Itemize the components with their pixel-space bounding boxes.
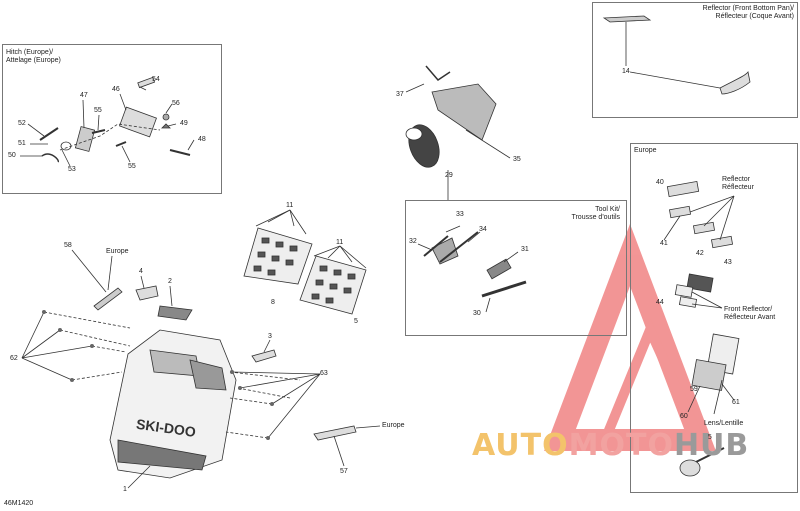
part-32: 32 bbox=[409, 238, 417, 245]
part-35: 35 bbox=[513, 156, 521, 163]
reflector-pan-box bbox=[592, 2, 798, 118]
lens-label: Lens/Lentille bbox=[704, 420, 744, 427]
part-30: 30 bbox=[473, 310, 481, 317]
part-55b: 55 bbox=[128, 163, 136, 170]
part-34: 34 bbox=[479, 226, 487, 233]
part-49: 49 bbox=[180, 120, 188, 127]
part-41: 41 bbox=[660, 240, 668, 247]
part-51: 51 bbox=[18, 140, 26, 147]
reflector-pan-title: Reflector (Front Bottom Pan)/Réflecteur … bbox=[702, 5, 794, 20]
part-58: 58 bbox=[64, 242, 72, 249]
part-52: 52 bbox=[18, 120, 26, 127]
part-1: 1 bbox=[123, 486, 127, 493]
part-61: 61 bbox=[732, 399, 740, 406]
europe-label-1: Europe bbox=[106, 248, 129, 255]
part-45: 45 bbox=[704, 434, 712, 441]
part-56: 56 bbox=[172, 100, 180, 107]
europe-label-2: Europe bbox=[382, 422, 405, 429]
hitch-section-box bbox=[2, 44, 222, 194]
part-31: 31 bbox=[521, 246, 529, 253]
part-42: 42 bbox=[696, 250, 704, 257]
watermark-text: AUTOMOTOHUB bbox=[472, 428, 750, 463]
part-8: 8 bbox=[271, 299, 275, 306]
part-14: 14 bbox=[622, 68, 630, 75]
part-4: 4 bbox=[139, 268, 143, 275]
part-33: 33 bbox=[456, 211, 464, 218]
part-5: 5 bbox=[354, 318, 358, 325]
part-2: 2 bbox=[168, 278, 172, 285]
part-48: 48 bbox=[198, 136, 206, 143]
diagram-id: 46M1420 bbox=[4, 500, 34, 507]
part-44: 44 bbox=[656, 299, 664, 306]
part-11a: 11 bbox=[286, 202, 294, 209]
part-11b: 11 bbox=[336, 239, 344, 246]
front-reflector-label: Front Reflector/Réflecteur Avant bbox=[724, 306, 776, 321]
part-59: 59 bbox=[690, 386, 698, 393]
part-40: 40 bbox=[656, 179, 664, 186]
part-54: 54 bbox=[152, 76, 160, 83]
part-55a: 55 bbox=[94, 107, 102, 114]
toolkit-title: Tool Kit/Trousse d'outils bbox=[571, 206, 620, 221]
part-29: 29 bbox=[445, 172, 453, 179]
toolkit-box bbox=[405, 200, 627, 336]
part-63: 63 bbox=[320, 370, 328, 377]
europe-box bbox=[630, 143, 798, 493]
part-37: 37 bbox=[396, 91, 404, 98]
part-57: 57 bbox=[340, 468, 348, 475]
part-50: 50 bbox=[8, 152, 16, 159]
part-62: 62 bbox=[10, 355, 18, 362]
part-60: 60 bbox=[680, 413, 688, 420]
part-46: 46 bbox=[112, 86, 120, 93]
part-3: 3 bbox=[268, 333, 272, 340]
europe-box-title: Europe bbox=[634, 147, 657, 154]
part-47: 47 bbox=[80, 92, 88, 99]
hitch-title: Hitch (Europe)/Attelage (Europe) bbox=[6, 49, 61, 64]
part-53: 53 bbox=[68, 166, 76, 173]
part-43: 43 bbox=[724, 259, 732, 266]
